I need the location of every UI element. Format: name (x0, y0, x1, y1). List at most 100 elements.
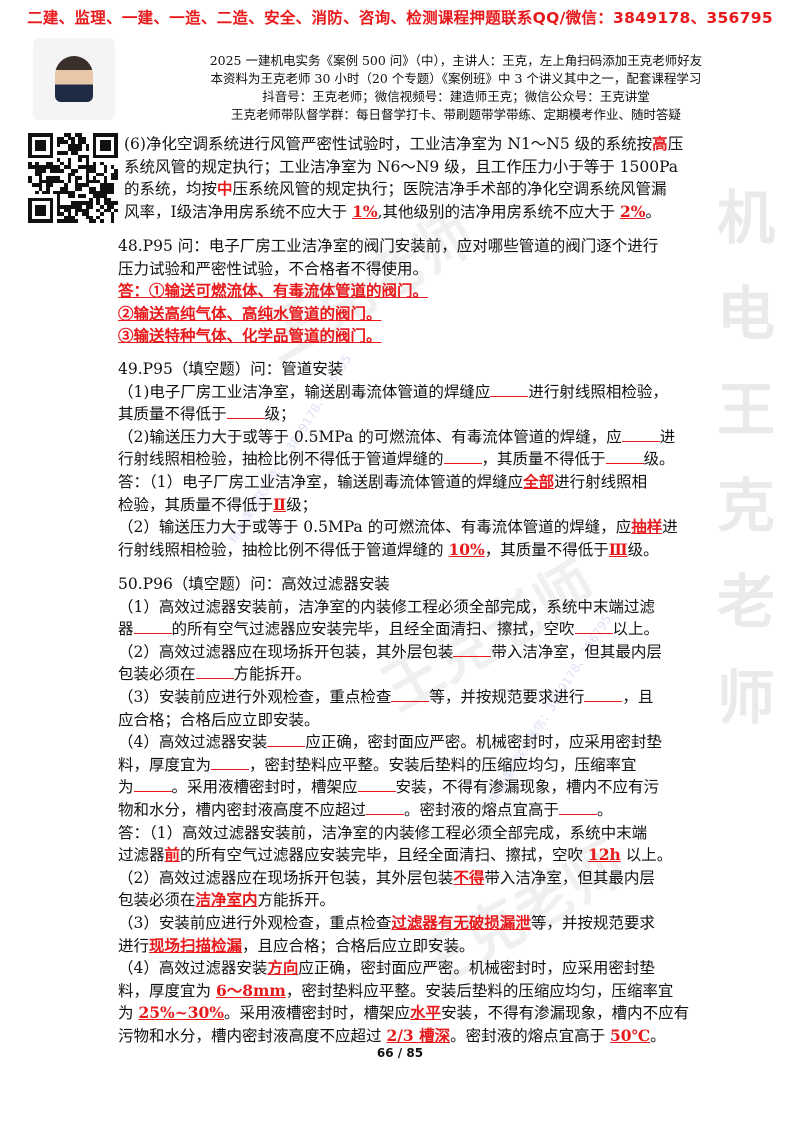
a-line: 为 25%~30%。采用液槽密封时，槽架应水平安装，不得有渗漏现象，槽内不应有 (118, 1002, 689, 1025)
body-text: 。密封液的熔点宜高于 (450, 1026, 611, 1045)
body-text: 等，并按规范要求进行 (429, 687, 585, 706)
body-text: 方能拆开。 (233, 665, 312, 684)
question-49: 49.P95（填空题）问：管道安装 （1)电子厂房工业洁净室，输送剧毒流体管道的… (118, 360, 678, 559)
body-text: 过滤器 (118, 846, 165, 865)
answer-text: 方向 (267, 958, 299, 978)
q-line: 为 。采用液槽密封时，槽架应 安装，不得有渗漏现象，槽内不应有污 (118, 776, 689, 799)
q-line: 器 的所有空气过滤器应安装完毕，且经全面清扫、擦拭，空吹 以上。 (118, 618, 689, 641)
body-text: 进行 (118, 936, 150, 955)
body-text: （3）安装前应进行外观检查，重点检查 (118, 913, 392, 932)
q-line: 应合格；合格后应立即安装。 (118, 709, 689, 732)
header-line: 2025 一建机电实务《案例 500 问》（中），主讲人：王克，左上角扫码添加王… (209, 53, 703, 68)
q-line: （2）高效过滤器应在现场拆开包装，其外层包装 带入洁净室，但其最内层 (118, 641, 689, 664)
fill-blank (453, 642, 492, 657)
body-text: 物和水分，槽内密封液高度不应超过 (118, 800, 367, 819)
answer-text: 2/3 槽深 (386, 1025, 451, 1045)
q-line: （4）高效过滤器安装 应正确，密封面应严密。机械密封时，应采用密封垫 (118, 731, 689, 754)
a-line: 答：（1）高效过滤器安装前，洁净室的内装修工程必须全部完成，系统中末端 (118, 822, 689, 845)
fill-blank (559, 800, 598, 815)
body-text: 的所有空气过滤器应安装完毕，且经全面清扫、擦拭，空吹 (180, 846, 588, 865)
fill-blank (267, 732, 306, 748)
fill-blank (584, 687, 623, 702)
fill-blank (133, 777, 172, 793)
body-text: 。密封液的熔点宜高于 (404, 800, 560, 819)
body-text: 带入洁净室，但其最内层 (491, 642, 662, 661)
body-text: 方能拆开。 (257, 891, 336, 910)
header-line: 抖音号：王克老师；微信视频号：建造师王克；微信公众号：王克讲堂 (262, 89, 650, 104)
answer-text: 50℃ (610, 1025, 651, 1045)
side-watermark: 机电王 克老师 (716, 184, 775, 732)
a-line: 包装必须在洁净室内方能拆开。 (118, 889, 689, 912)
a-line: （2）高效过滤器应在现场拆开包装，其外层包装不得带入洁净室，但其最内层 (118, 867, 689, 890)
q-line: 物和水分，槽内密封液高度不应超过 。密封液的熔点宜高于 。 (118, 799, 689, 822)
answer-text: 前 (164, 845, 181, 865)
answer-text: 水平 (410, 1003, 442, 1023)
teacher-portrait (55, 56, 93, 102)
question-48: 48.P95 问：电子厂房工业洁净室的阀门安装前，应对哪些管道的阀门逐个进行 压… (118, 237, 659, 346)
header-info: 2025 一建机电实务《案例 500 问》（中），主讲人：王克，左上角扫码添加王… (126, 52, 786, 124)
a-line: （3）安装前应进行外观检查，重点检查过滤器有无破损漏泄等，并按规范要求 (118, 912, 689, 935)
a-line: （4）高效过滤器安装方向应正确，密封面应严密。机械密封时，应采用密封垫 (118, 957, 689, 980)
answer-text: 洁净室内 (195, 890, 258, 910)
body-text: 为 (118, 1004, 139, 1023)
body-text: ，且应合格；合格后应立即安装。 (242, 936, 475, 955)
q-line: 包装必须在 方能拆开。 (118, 663, 689, 686)
group-qr-code[interactable] (28, 133, 118, 223)
body-text: 为 (118, 778, 134, 797)
body-text: 应正确，密封面应严密。机械密封时，应采用密封垫 (305, 733, 662, 752)
answer-text: 12h (587, 845, 621, 865)
body-text: （2）高效过滤器应在现场拆开包装，其外层包装 (118, 642, 454, 661)
body-text: 带入洁净室，但其最内层 (484, 868, 655, 887)
top-banner: 二建、监理、一建、一造、二造、安全、消防、咨询、检测课程押题联系QQ/微信：38… (27, 9, 773, 27)
body-text: ，且 (622, 687, 654, 706)
body-text: （1）高效过滤器安装前，洁净室的内装修工程必须全部完成，系统中末端过滤 (118, 597, 655, 616)
answer-text: 现场扫描检漏 (149, 935, 243, 955)
section-ventilation-test: (6)净化空调系统进行风管严密性试验时，工业洁净室为 N1～N5 级的系统按高压… (124, 134, 684, 221)
page-number: 66 / 85 (376, 1046, 424, 1060)
body-text: 等，并按规范要求 (530, 913, 655, 932)
body-text: 。 (597, 800, 613, 819)
body-text: 器 (118, 620, 134, 639)
body-text: 。采用液槽密封时，槽架应 (171, 778, 358, 797)
answer-text: 过滤器有无破损漏泄 (391, 912, 531, 932)
body-text: （2）高效过滤器应在现场拆开包装，其外层包装 (118, 868, 454, 887)
body-text: （3）安装前应进行外观检查，重点检查 (118, 687, 392, 706)
fill-blank (195, 664, 234, 680)
body-text: ，密封垫料应平整。安装后垫料的压缩应均匀，压缩率宜 (285, 981, 674, 1000)
a-line: 过滤器前的所有空气过滤器应安装完毕，且经全面清扫、擦拭，空吹 12h 以上。 (118, 844, 689, 867)
body-text: ，密封垫料应平整。安装后垫料的压缩应均匀，压缩率宜 (249, 755, 637, 774)
q-line: （3）安装前应进行外观检查，重点检查 等，并按规范要求进行 ，且 (118, 686, 689, 709)
fill-blank (211, 755, 250, 770)
answer-text: 25%~30% (138, 1003, 225, 1023)
body-text: 污物和水分，槽内密封液高度不应超过 (118, 1026, 387, 1045)
body-text: 应正确，密封面应严密。机械密封时，应采用密封垫 (298, 959, 655, 978)
header-line: 本资料为王克老师 30 小时（20 个专题）《案例班》中 3 个讲义其中之一，配… (210, 71, 702, 86)
answer-text: 不得 (453, 867, 485, 887)
fill-blank (574, 619, 613, 635)
fill-blank (357, 777, 396, 793)
body-text: 答：（1）高效过滤器安装前，洁净室的内装修工程必须全部完成，系统中末端 (118, 823, 648, 842)
body-text: 包装必须在 (118, 891, 196, 910)
q-line: 料，厚度宜为 ，密封垫料应平整。安装后垫料的压缩应均匀，压缩率宜 (118, 754, 689, 777)
a-line: 污物和水分，槽内密封液高度不应超过 2/3 槽深。密封液的熔点宜高于 50℃。 (118, 1025, 689, 1048)
a-line: 料，厚度宜为 6～8mm，密封垫料应平整。安装后垫料的压缩应均匀，压缩率宜 (118, 980, 689, 1003)
body-text: 包装必须在 (118, 665, 196, 684)
answer-text: 6～8mm (215, 980, 286, 1000)
header-line: 王克老师带队督学群：每日督学打卡、带刷题带学带练、定期模考作业、随时答疑 (230, 107, 681, 122)
fill-blank (366, 800, 405, 815)
body-text: （4）高效过滤器安装 (118, 959, 268, 978)
body-text: （4）高效过滤器安装 (118, 733, 268, 752)
body-text: 以上。 (620, 846, 673, 865)
body-text: 安装，不得有渗漏现象，槽内不应有 (441, 1004, 690, 1023)
wechat-qr-code-with-portrait[interactable] (33, 38, 115, 120)
question-50: 50.P96（填空题）问：高效过滤器安装 （1）高效过滤器安装前，洁净室的内装修… (118, 573, 689, 1047)
fill-blank (391, 687, 430, 702)
body-text: 以上。 (612, 620, 660, 639)
a-line: 进行现场扫描检漏，且应合格；合格后应立即安装。 (118, 935, 689, 958)
body-text: 应合格；合格后应立即安装。 (118, 710, 320, 729)
fill-blank (133, 619, 172, 635)
body-text: 的所有空气过滤器应安装完毕，且经全面清扫、擦拭，空吹 (171, 620, 575, 639)
body-text: 料，厚度宜为 (118, 755, 212, 774)
body-text: 安装，不得有渗漏现象，槽内不应有污 (395, 778, 660, 797)
body-text: 。采用液槽密封时，槽架应 (224, 1004, 411, 1023)
